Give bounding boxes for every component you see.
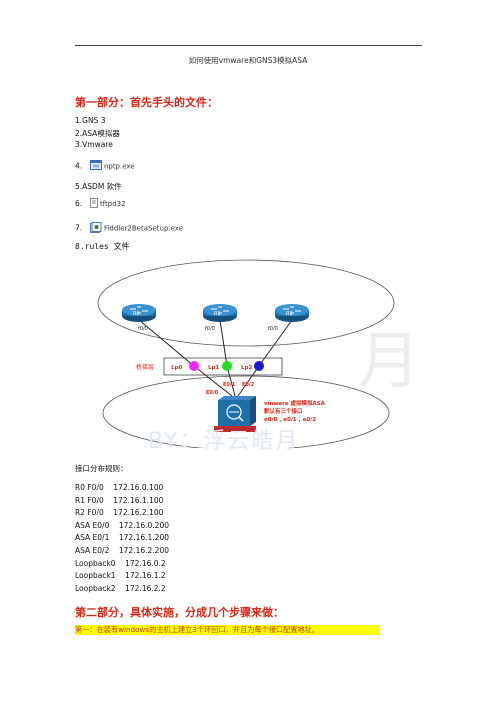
list-item: 3.Vmware — [75, 140, 113, 149]
interface-row: Loopback2 172.16.2.2 — [75, 583, 166, 593]
watermark-glyph: 月 — [358, 324, 421, 397]
asa-firewall-icon — [214, 396, 256, 432]
exe-icon — [89, 160, 102, 173]
list-item-6: 6. tftpd32 — [75, 198, 126, 210]
asa-port-label: E0/0 — [206, 390, 219, 396]
list-item: 1.GNS 3 — [75, 116, 106, 125]
asa-note-line: vmware 虚拟模拟ASA — [264, 399, 326, 407]
router-zone-ellipse — [97, 259, 395, 347]
section2-heading: 第二部分，具体实施，分成几个步骤来做： — [75, 606, 284, 619]
asa-zone-ellipse — [102, 375, 390, 448]
installer-icon — [89, 222, 102, 235]
interface-row: ASA E0/2 172.16.2.200 — [75, 546, 169, 555]
router-label: R1 — [214, 311, 221, 317]
interface-row: ASA E0/0 172.16.0.200 — [75, 520, 169, 530]
asa-note-line: 默认有三个接口 — [264, 407, 303, 415]
list-item-number: 7. — [75, 223, 83, 233]
asa-port-label: E0/2 — [242, 382, 255, 388]
port-label: f0/0 — [268, 326, 278, 332]
asa-port-label: E0/1 — [223, 382, 236, 388]
list-item: 8.rules 文件 — [75, 242, 130, 251]
loopback-label: Lp1 — [208, 365, 219, 371]
interface-row: R0 F0/0 172.16.0.100 — [75, 483, 164, 492]
loopback-dot-0 — [189, 361, 199, 371]
list-item: 2.ASA模拟器 — [75, 129, 120, 138]
interface-row: R1 F0/0 172.16.1.100 — [75, 495, 164, 505]
list-item-4: 4. nptp.exe — [75, 160, 135, 173]
interface-row: R2 F0/0 172.16.2.100 — [75, 508, 164, 518]
bridge-label: 桥接层 — [136, 363, 154, 371]
step1-highlight: 第一：在装有windows的主机上建立3个环回口，并且为每个接口配置地址。 — [75, 625, 380, 635]
loopback-label: Lp0 — [171, 365, 182, 371]
interface-row: Loopback1 172.16.1.2 — [75, 571, 166, 581]
port-label: f0/0 — [138, 326, 148, 332]
file-name-tftpd: tftpd32 — [99, 200, 126, 208]
asa-note-line: e0/0 , e0/1 , e0/2 — [264, 417, 316, 423]
router-label: R2 — [286, 311, 293, 317]
loopback-dot-1 — [222, 361, 232, 371]
interface-row: Loopback0 172.16.0.2 — [75, 558, 166, 568]
router-icon — [275, 304, 309, 322]
loopback-dot-2 — [254, 361, 264, 371]
list-item-7: 7. Fiddler2BetaSetup.exe — [75, 222, 183, 235]
loopback-label: Lp2 — [241, 365, 252, 371]
header-rule — [75, 45, 422, 46]
file-name-nptp: nptp.exe — [103, 162, 135, 171]
list-item-number: 6. — [75, 199, 83, 208]
file-name-fiddler: Fiddler2BetaSetup.exe — [103, 224, 184, 233]
list-item: 5.ASDM 软件 — [75, 182, 122, 191]
page-header: 如何使用vmware和GNS3模拟ASA — [188, 56, 308, 65]
router-icon — [122, 304, 156, 322]
network-diagram: R0 R1 R2 f0/0 f0/0 f0/0 桥接层 Lp0 Lp1 Lp2 … — [97, 259, 395, 448]
interface-row: ASA E0/1 172.16.1.200 — [75, 533, 169, 543]
section1-heading: 第一部分：首先手头的文件： — [75, 96, 218, 109]
list-item-number: 4. — [75, 161, 83, 171]
watermark-text: BY：浮云皓月 — [148, 429, 300, 454]
port-label: f0/0 — [205, 326, 215, 332]
bridge-layer-box — [163, 357, 283, 376]
router-icon — [203, 304, 237, 322]
router-label: R0 — [133, 311, 140, 317]
tftp-icon — [89, 198, 98, 210]
interfaces-title: 接口分布规则： — [75, 464, 128, 473]
